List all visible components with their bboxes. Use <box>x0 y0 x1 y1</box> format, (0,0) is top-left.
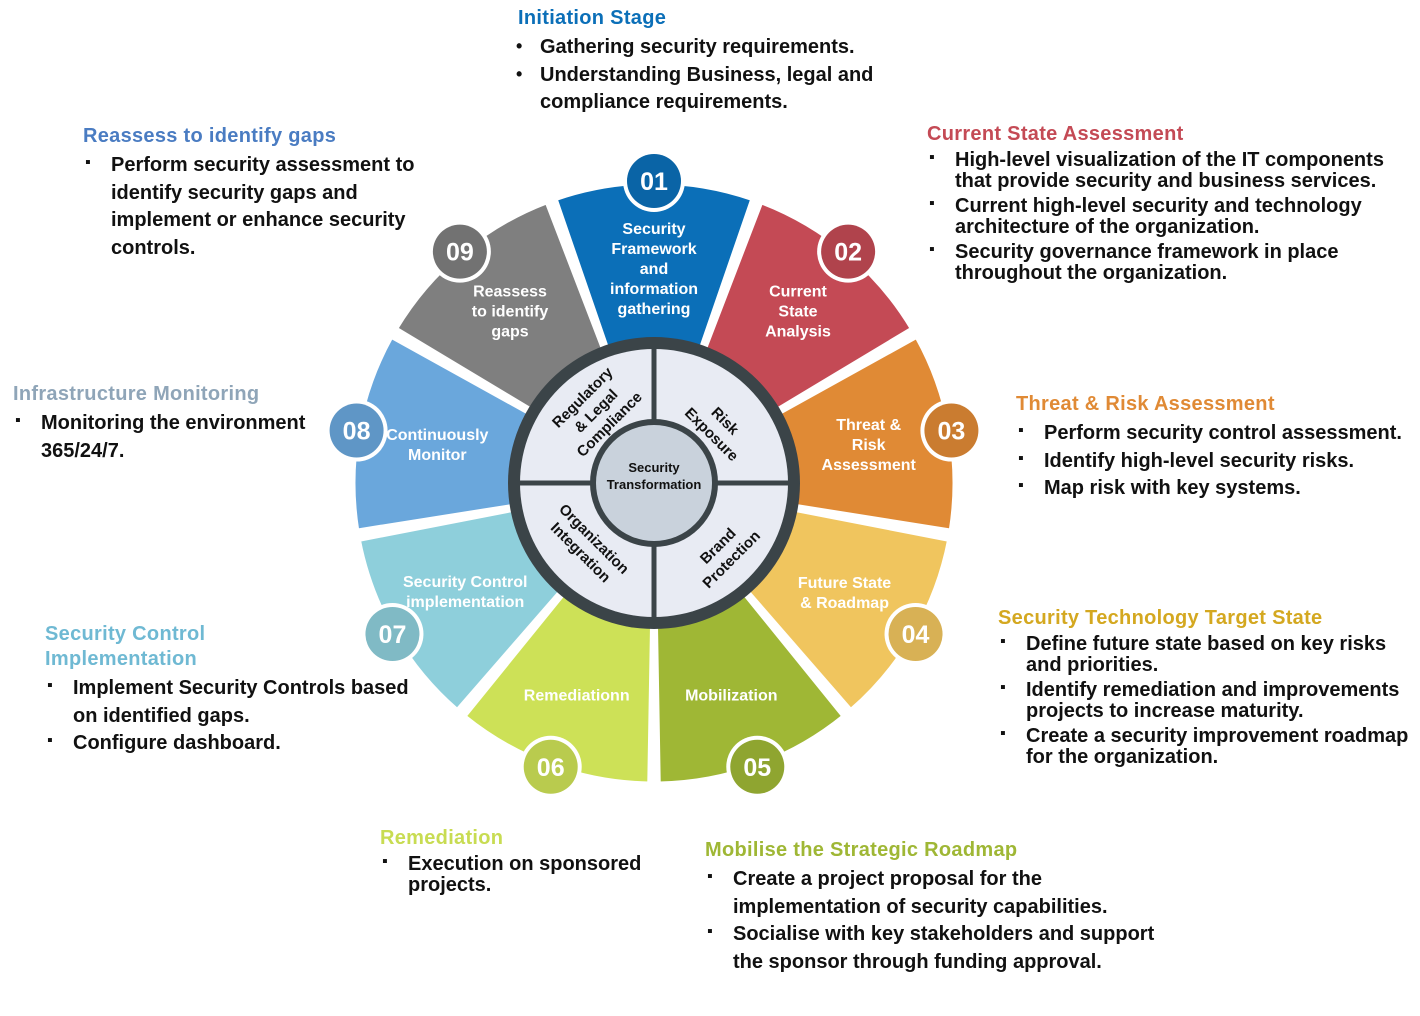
segment-label: Risk <box>852 437 886 454</box>
segment-label: implementation <box>406 594 524 611</box>
segment-label: information <box>610 281 698 298</box>
segment-badge <box>329 403 384 458</box>
segment-number: 09 <box>446 239 474 267</box>
segment-label: State <box>778 303 817 320</box>
segment-label: & Roadmap <box>800 595 889 612</box>
block-list: Implement Security Controls based on ide… <box>45 675 415 758</box>
block-security-technology-target-state: Security Technology Target State Define … <box>998 606 1414 772</box>
block-title: Security Control Implementation <box>45 623 206 670</box>
block-remediation: Remediation Execution on sponsored proje… <box>380 826 670 900</box>
block-infrastructure-monitoring: Infrastructure Monitoring Monitoring the… <box>13 382 313 465</box>
block-security-control-implementation: Security Control Implementation Implemen… <box>45 622 415 758</box>
block-list: Monitoring the environment 365/24/7. <box>13 410 313 465</box>
segment-badge <box>821 224 876 279</box>
segment-number: 01 <box>640 168 668 196</box>
block-title: Remediation <box>380 827 504 849</box>
segment-label: Mobilization <box>685 687 777 704</box>
block-reassess-identify-gaps: Reassess to identify gaps Perform securi… <box>83 124 445 262</box>
block-title: Current State Assessment <box>927 123 1184 145</box>
segment-label: gaps <box>491 323 528 340</box>
block-list: Create a project proposal for the implem… <box>705 866 1185 976</box>
segments-layer: 01SecurityFrameworkandinformationgatheri… <box>325 150 983 798</box>
segment-number: 03 <box>938 418 966 446</box>
block-mobilise-strategic-roadmap: Mobilise the Strategic Roadmap Create a … <box>705 838 1185 976</box>
segment-label: Reassess <box>473 283 547 300</box>
block-threat-risk-assessment: Threat & Risk Assessment Perform securit… <box>1016 392 1411 503</box>
segment-label: Monitor <box>408 447 467 464</box>
segment-06: 06 Remediationn <box>463 574 654 798</box>
hub-core <box>596 425 712 541</box>
list-item: Define future state based on key risks a… <box>998 634 1414 676</box>
segment-label: Framework <box>611 241 696 258</box>
block-current-state-assessment: Current State Assessment High-level visu… <box>927 122 1407 288</box>
list-item: Map risk with key systems. <box>1016 475 1411 503</box>
segment-label: Continuously <box>386 427 488 444</box>
block-title: Reassess to identify gaps <box>83 125 337 147</box>
segment-label: Remediationn <box>524 687 630 704</box>
segment-number: 07 <box>379 621 407 649</box>
list-item: Identify high-level security risks. <box>1016 448 1411 476</box>
segment-label: Analysis <box>765 323 831 340</box>
segment-number: 04 <box>902 621 930 649</box>
segment-label: Threat & <box>836 417 901 434</box>
segment-badge <box>627 154 681 208</box>
block-list: Execution on sponsored projects. <box>380 854 670 896</box>
list-item: Configure dashboard. <box>45 730 415 758</box>
segment-number: 08 <box>343 418 371 446</box>
block-list: Define future state based on key risks a… <box>998 634 1414 768</box>
block-list: Gathering security requirements. Underst… <box>512 34 892 117</box>
block-list: Perform security assessment to identify … <box>83 152 445 262</box>
segment-badge <box>730 739 785 794</box>
list-item: Monitoring the environment 365/24/7. <box>13 410 313 465</box>
block-title: Security Technology Target State <box>998 607 1323 629</box>
list-item: Identify remediation and improvements pr… <box>998 680 1414 722</box>
list-item: Socialise with key stakeholders and supp… <box>705 921 1185 976</box>
list-item: Security governance framework in place t… <box>927 242 1407 284</box>
list-item: Current high-level security and technolo… <box>927 196 1407 238</box>
segment-badge <box>523 739 578 794</box>
segment-label: gathering <box>618 301 691 318</box>
hub-title-line2: Transformation <box>607 477 702 492</box>
list-item: Create a project proposal for the implem… <box>705 866 1185 921</box>
list-item: Perform security assessment to identify … <box>83 152 445 262</box>
list-item: Understanding Business, legal and compli… <box>512 62 892 117</box>
segment-number: 06 <box>537 754 565 782</box>
list-item: Gathering security requirements. <box>512 34 892 62</box>
segment-label: Security Control <box>403 574 527 591</box>
segment-number: 05 <box>743 754 771 782</box>
list-item: Implement Security Controls based on ide… <box>45 675 415 730</box>
segment-badge <box>924 403 979 458</box>
block-title: Threat & Risk Assessment <box>1016 393 1275 415</box>
block-list: High-level visualization of the IT compo… <box>927 150 1407 284</box>
center-hub: Security Transformation Regulatory & Leg… <box>508 337 800 629</box>
list-item: Create a security improvement roadmap fo… <box>998 726 1414 768</box>
block-title: Initiation Stage <box>518 7 667 29</box>
segment-label: to identify <box>472 303 549 320</box>
segment-number: 02 <box>834 239 862 267</box>
segment-label: Future State <box>798 575 891 592</box>
block-list: Perform security control assessment. Ide… <box>1016 420 1411 503</box>
list-item: Perform security control assessment. <box>1016 420 1411 448</box>
segment-badge <box>365 607 420 661</box>
segment-04: 04 Future State & Roadmap <box>731 504 950 711</box>
list-item: High-level visualization of the IT compo… <box>927 150 1407 192</box>
segment-label: Assessment <box>822 457 917 474</box>
segment-label: Security <box>622 221 685 238</box>
segment-05: 05 Mobilization <box>654 574 845 798</box>
block-title: Infrastructure Monitoring <box>13 383 260 405</box>
hub-title-line1: Security <box>628 460 680 475</box>
segment-label: Current <box>769 283 827 300</box>
segment-label: and <box>640 261 668 278</box>
block-initiation-stage: Initiation Stage Gathering security requ… <box>512 6 892 117</box>
list-item: Execution on sponsored projects. <box>380 854 670 896</box>
segment-badge <box>432 224 487 279</box>
segment-badge <box>888 607 943 661</box>
block-title: Mobilise the Strategic Roadmap <box>705 839 1018 861</box>
